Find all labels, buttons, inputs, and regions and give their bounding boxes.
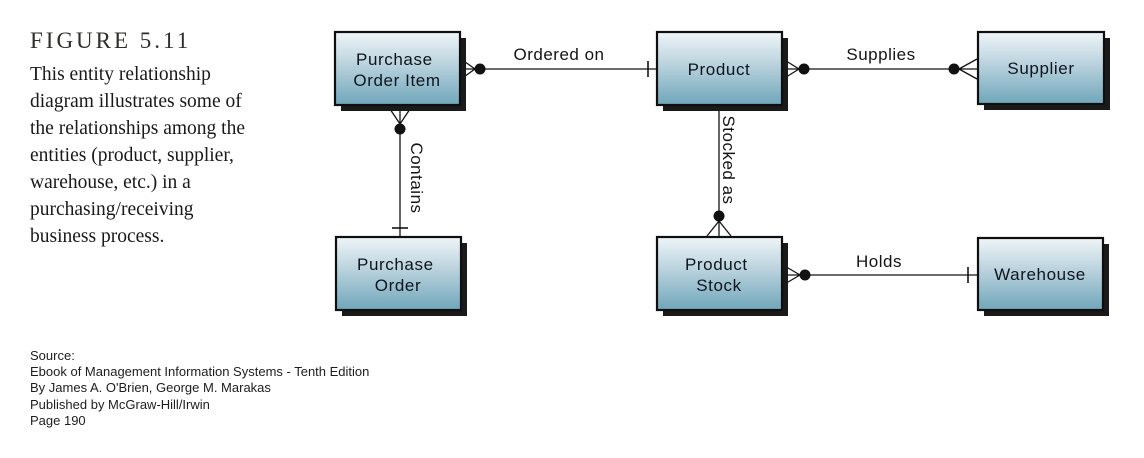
caption-line: purchasing/receiving [30, 199, 194, 220]
relationship-stocked-as: Stocked as [706, 106, 738, 237]
figure-caption-block: FIGURE 5.11 This entity relationship dia… [30, 27, 320, 250]
relationship-label: Ordered on [514, 45, 605, 64]
caption-line: the relationships among the [30, 118, 245, 139]
relationship-supplies: Supplies [782, 45, 978, 80]
relationship-label: Stocked as [719, 115, 738, 204]
caption-line: business process. [30, 226, 165, 247]
caption-line: entities (product, supplier, [30, 145, 234, 166]
crow-foot-many-symbol [706, 220, 732, 237]
entity-box [976, 30, 1106, 106]
entity-box [333, 30, 462, 107]
relationship-label: Contains [407, 142, 426, 213]
entity-label: Supplier [1007, 59, 1074, 78]
caption-line: diagram illustrates some of [30, 91, 242, 112]
entity-product-stock: Product Stock [655, 235, 788, 316]
entity-box [655, 30, 784, 107]
entity-label: Product [688, 60, 751, 79]
entity-purchase-order-item: Purchase Order Item [333, 30, 466, 111]
entity-label: Purchase Order [357, 255, 439, 295]
crow-foot-many-symbol [958, 58, 978, 80]
relationship-label: Holds [856, 252, 902, 271]
relationship-ordered-on: Ordered on [460, 45, 657, 80]
cardinality-dot [948, 63, 960, 75]
entity-box [334, 235, 463, 312]
figure-title: FIGURE 5.11 [30, 28, 192, 53]
relationship-contains: Contains [387, 105, 426, 237]
entity-box [655, 235, 784, 312]
entity-label: Warehouse [994, 265, 1086, 284]
caption-line: This entity relationship [30, 64, 211, 85]
entity-purchase-order: Purchase Order [334, 235, 467, 316]
entity-label: Product Stock [685, 255, 753, 295]
cardinality-dot [474, 63, 486, 75]
source-credit-block: Source: Ebook of Management Information … [30, 348, 369, 429]
cardinality-dot [394, 123, 406, 135]
caption-line: warehouse, etc.) in a [30, 172, 191, 193]
entity-product: Product [655, 30, 788, 111]
cardinality-dot [713, 210, 725, 222]
source-line: Source: [30, 348, 75, 363]
entity-label: Purchase Order Item [353, 50, 440, 90]
entity-warehouse: Warehouse [976, 236, 1109, 316]
relationship-holds: Holds [782, 252, 978, 286]
source-line: Ebook of Management Information Systems … [30, 364, 370, 380]
source-line: By James A. O'Brien, George M. Marakas [30, 380, 271, 396]
entity-box [976, 236, 1105, 312]
cardinality-dot [798, 63, 810, 75]
relationship-label: Supplies [846, 45, 915, 64]
source-line: Page 190 [30, 412, 86, 428]
entity-supplier: Supplier [976, 30, 1110, 110]
cardinality-dot [799, 269, 811, 281]
source-line: Published by McGraw-Hill/Irwin [30, 396, 210, 412]
